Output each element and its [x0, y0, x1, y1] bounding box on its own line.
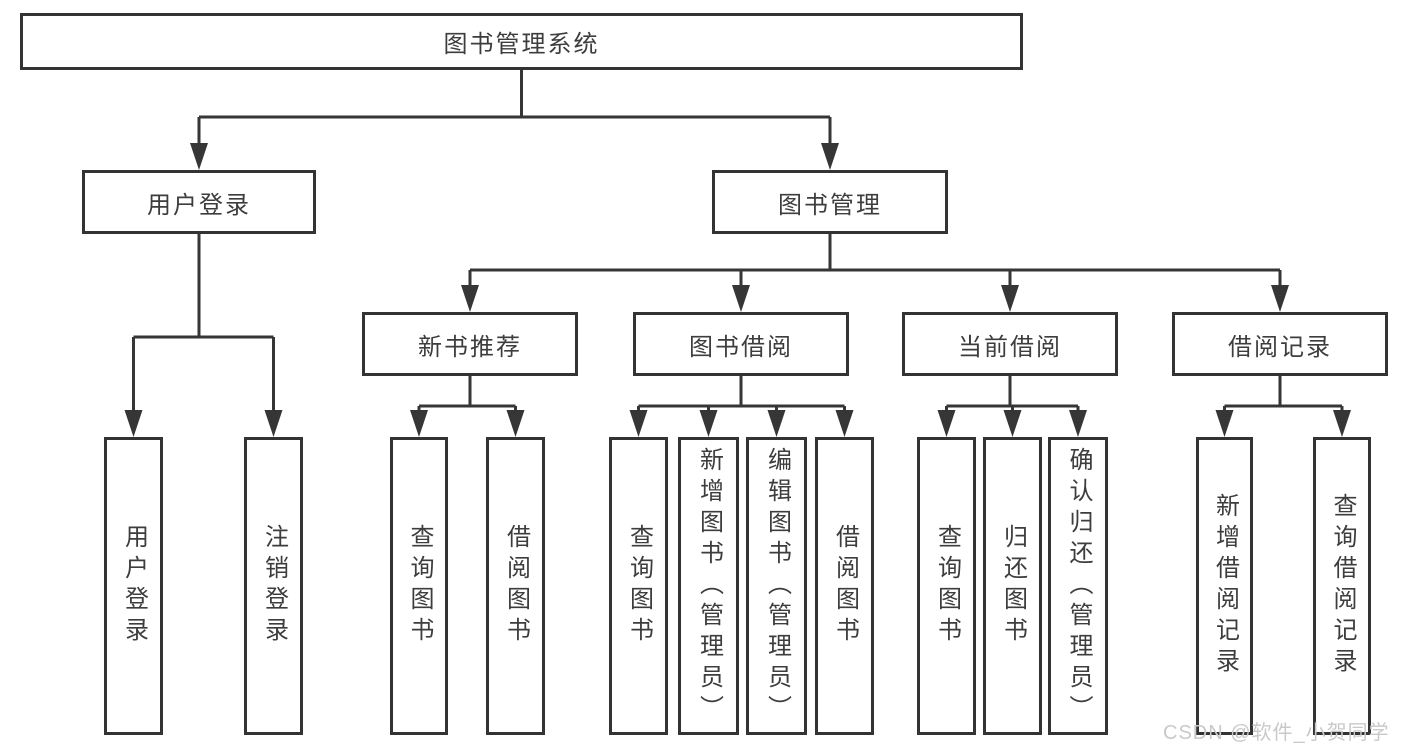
leaf-bb-add-book-admin: 新增图书（管理员）	[678, 437, 739, 735]
leaf-br-query-record-label: 查询借阅记录	[1329, 493, 1356, 679]
leaf-cb-confirm-return-admin: 确认归还（管理员）	[1048, 437, 1108, 735]
node-book-borrowing: 图书借阅	[633, 312, 849, 376]
leaf-br-add-record: 新增借阅记录	[1196, 437, 1253, 735]
arrowhead	[1215, 410, 1234, 437]
arrowhead	[1001, 285, 1019, 312]
leaf-user-login: 用户登录	[104, 437, 163, 735]
arrowhead	[1271, 285, 1289, 312]
arrowhead	[410, 410, 428, 437]
leaf-cb-return-book: 归还图书	[983, 437, 1042, 735]
node-user-login-label: 用户登录	[147, 191, 251, 219]
leaf-rec-query-book: 查询图书	[390, 437, 448, 735]
edge-userlogin-to-leaves	[132, 234, 275, 415]
connector-edges	[132, 70, 1344, 415]
arrowhead	[1333, 410, 1351, 437]
leaf-br-query-record: 查询借阅记录	[1313, 437, 1371, 735]
leaf-cb-confirm-return-admin-label: 确认归还（管理员）	[1065, 446, 1092, 726]
leaf-bb-borrow-book-label: 借阅图书	[831, 524, 859, 648]
leaf-logout: 注销登录	[244, 437, 303, 735]
node-borrowing-records: 借阅记录	[1172, 312, 1388, 376]
leaf-bb-query-book: 查询图书	[609, 437, 668, 735]
leaf-bb-borrow-book: 借阅图书	[815, 437, 874, 735]
arrowhead	[461, 285, 479, 312]
edge-currentborrow-to-leaves	[945, 376, 1080, 415]
leaf-logout-label: 注销登录	[260, 524, 288, 648]
leaf-rec-borrow-book: 借阅图书	[486, 437, 545, 735]
arrowhead	[190, 143, 208, 170]
arrowhead	[1003, 410, 1022, 437]
arrowhead	[264, 410, 283, 437]
leaf-bb-edit-book-admin: 编辑图书（管理员）	[746, 437, 807, 735]
edge-bookborrow-to-leaves	[637, 376, 846, 415]
node-new-book-recommend: 新书推荐	[362, 312, 578, 376]
edge-bookmgmt-to-level3	[468, 234, 1282, 290]
arrowhead	[124, 410, 143, 437]
leaf-rec-borrow-book-label: 借阅图书	[502, 524, 530, 648]
arrowhead	[821, 143, 839, 170]
node-borrowing-records-label: 借阅记录	[1228, 333, 1332, 361]
connector-arrowheads	[124, 143, 1351, 437]
node-current-borrowing: 当前借阅	[902, 312, 1118, 376]
leaf-br-add-record-label: 新增借阅记录	[1211, 493, 1239, 679]
arrowhead	[629, 410, 648, 437]
node-root-system: 图书管理系统	[20, 13, 1023, 70]
leaf-user-login-label: 用户登录	[120, 524, 148, 648]
csdn-watermark: CSDN @软件_小贺同学	[1163, 722, 1390, 744]
edge-root-to-level2	[197, 70, 832, 150]
arrowhead	[699, 410, 718, 437]
edge-newbookrec-to-leaves	[417, 376, 517, 415]
arrowhead	[835, 410, 854, 437]
leaf-cb-return-book-label: 归还图书	[999, 524, 1027, 648]
leaf-rec-query-book-label: 查询图书	[406, 524, 433, 648]
arrowhead	[732, 285, 750, 312]
node-book-management: 图书管理	[712, 170, 948, 234]
arrowhead	[1069, 410, 1087, 437]
node-user-login: 用户登录	[82, 170, 316, 234]
node-new-book-recommend-label: 新书推荐	[418, 333, 522, 361]
node-book-borrowing-label: 图书借阅	[689, 333, 793, 361]
leaf-cb-query-book: 查询图书	[917, 437, 976, 735]
arrowhead	[767, 410, 786, 437]
leaf-bb-add-book-admin-label: 新增图书（管理员）	[695, 446, 723, 726]
node-current-borrowing-label: 当前借阅	[958, 333, 1062, 361]
node-book-management-label: 图书管理	[778, 191, 882, 219]
arrowhead	[506, 410, 525, 437]
leaf-bb-query-book-label: 查询图书	[625, 524, 653, 648]
leaf-cb-query-book-label: 查询图书	[933, 524, 961, 648]
arrowhead	[937, 410, 956, 437]
leaf-bb-edit-book-admin-label: 编辑图书（管理员）	[763, 446, 791, 726]
edge-borrowrecords-to-leaves	[1223, 376, 1344, 415]
node-root-system-label: 图书管理系统	[443, 31, 600, 58]
